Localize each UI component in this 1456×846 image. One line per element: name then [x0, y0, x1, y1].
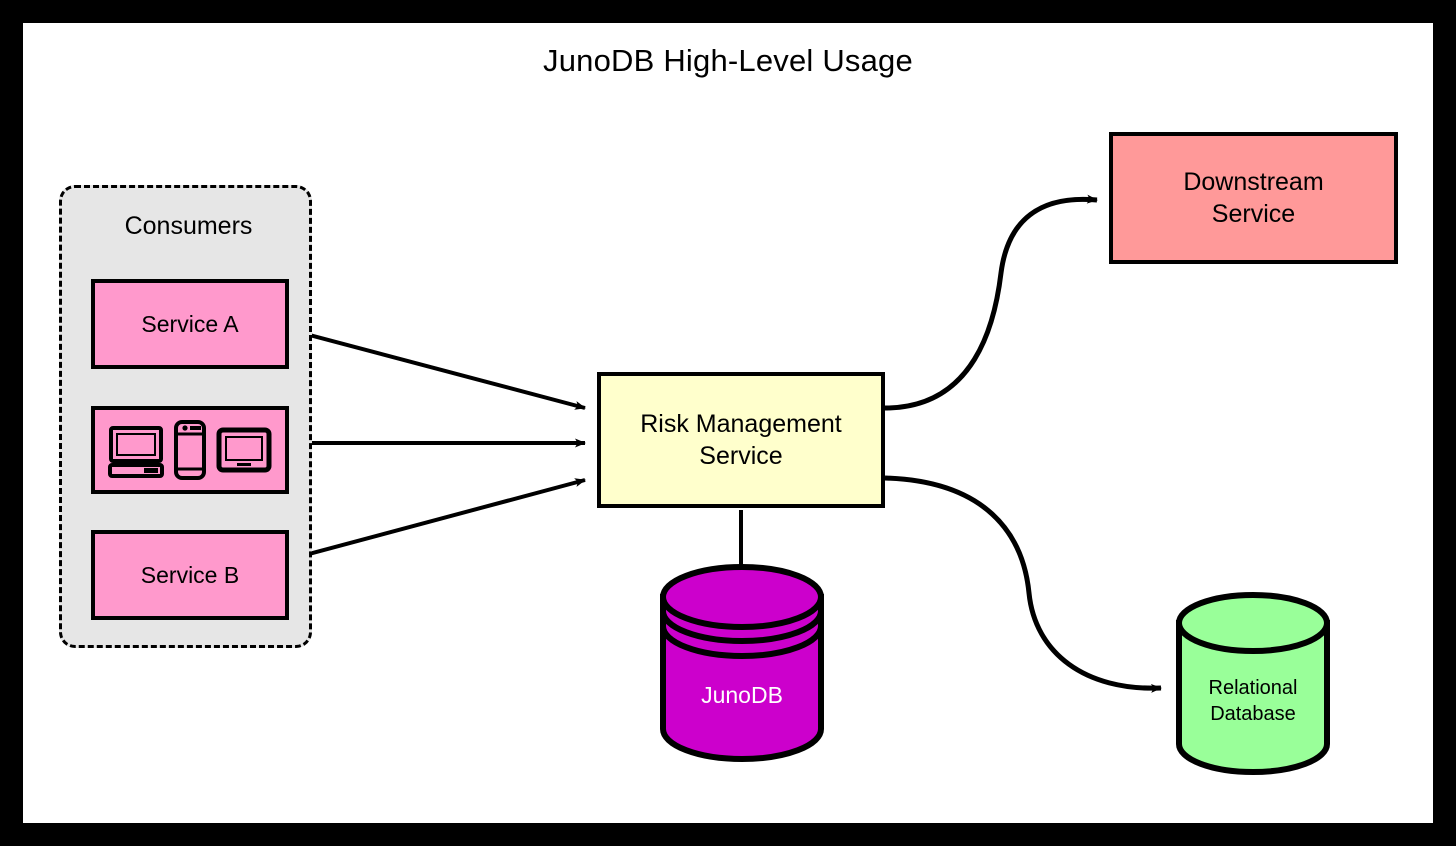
- node-downstream-service-label: Downstream Service: [1183, 166, 1323, 230]
- rms-label-line1: Risk Management: [640, 410, 842, 438]
- consumer-service-b[interactable]: Service B: [91, 530, 289, 620]
- consumer-service-b-label: Service B: [140, 561, 240, 588]
- relational-database-cylinder-shape: [1176, 592, 1330, 775]
- tablet-icon: [216, 427, 272, 473]
- diagram-canvas: JunoDB High-Level Usage Consumers: [23, 23, 1433, 823]
- consumer-devices[interactable]: [91, 406, 289, 494]
- edge-rms-to-downstream: [884, 194, 1098, 411]
- rms-label-line2: Service: [699, 442, 783, 470]
- edge-rms-to-relational-db: [884, 475, 1162, 693]
- smartphone-icon: [173, 420, 206, 480]
- node-risk-management-service[interactable]: Risk Management Service: [597, 372, 885, 508]
- consumers-group-label: Consumers: [124, 212, 253, 240]
- consumer-service-a-label: Service A: [141, 310, 239, 337]
- desktop-computer-icon: [107, 426, 164, 478]
- node-downstream-service[interactable]: Downstream Service: [1109, 132, 1398, 264]
- node-junodb[interactable]: JunoDB: [657, 563, 827, 763]
- consumers-group: Consumers Service A: [59, 185, 312, 648]
- downstream-label-line1: Downstream: [1183, 168, 1324, 196]
- page-title: JunoDB High-Level Usage: [543, 43, 913, 78]
- consumer-service-a[interactable]: Service A: [91, 279, 289, 369]
- node-risk-management-service-label: Risk Management Service: [640, 408, 841, 472]
- node-relational-database[interactable]: Relational Database: [1173, 591, 1333, 776]
- junodb-cylinder-shape: [660, 564, 824, 762]
- device-icon-row: [95, 410, 285, 490]
- downstream-label-line2: Service: [1211, 200, 1296, 228]
